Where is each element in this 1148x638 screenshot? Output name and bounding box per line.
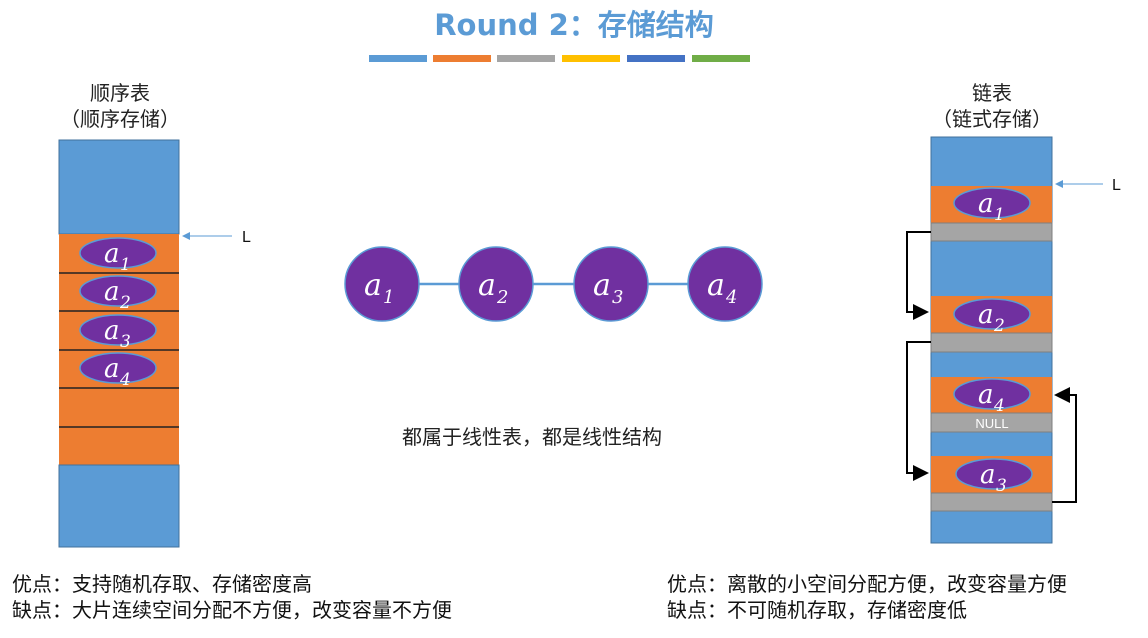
node-base: a	[364, 268, 382, 303]
sequential-element-1: a 1	[79, 237, 157, 275]
node-base: a	[593, 268, 611, 303]
linked-pointer-label: L	[1112, 177, 1121, 194]
sequential-element-2: a 2	[79, 275, 157, 313]
node-base: a	[478, 268, 496, 303]
element-subscript: 4	[993, 396, 1005, 416]
linked-node-4-next-field	[930, 412, 1053, 433]
element-base: a	[104, 316, 120, 346]
next-link-a3-to-a4	[1052, 387, 1077, 503]
logical-node-1: a 1	[344, 246, 420, 322]
element-subscript: 3	[120, 332, 131, 352]
linked-memory: a 1 a 2 a 4 a 3 NULL L	[906, 136, 1121, 544]
sequential-caption-line1: 顺序表	[90, 81, 150, 105]
title-color-bar-5	[627, 55, 685, 62]
linked-node-2-next-field	[930, 332, 1053, 353]
logical-node-4: a 4	[687, 246, 763, 322]
sequential-element-3: a 3	[79, 314, 157, 352]
next-link-a1-to-a2	[906, 231, 931, 320]
linked-caption-line1: 链表	[972, 81, 1012, 105]
sequential-pointer-label: L	[242, 229, 251, 246]
page-title: Round 2：存储结构	[434, 8, 714, 42]
element-base: a	[104, 277, 120, 307]
element-subscript: 2	[119, 293, 131, 313]
element-subscript: 2	[993, 316, 1005, 336]
title-color-bar-6	[692, 55, 750, 62]
sequential-slot-5	[59, 388, 179, 427]
sequential-memory: a 1 a 2 a 3 a 4 L	[58, 139, 251, 548]
element-base: a	[980, 460, 996, 490]
null-label: NULL	[975, 416, 1008, 431]
element-subscript: 4	[119, 370, 131, 390]
element-subscript: 1	[994, 205, 1005, 225]
element-base: a	[104, 354, 120, 384]
logical-structure: a 1 a 2 a 3 a 4	[344, 246, 763, 322]
sequential-caption: 顺序表 （顺序存储）	[40, 80, 200, 132]
sequential-free-bottom	[58, 464, 180, 548]
linked-cons: 缺点：不可随机存取，存储密度低	[667, 598, 967, 622]
sequential-free-top	[58, 139, 180, 235]
sequential-cons: 缺点：大片连续空间分配不方便，改变容量不方便	[12, 598, 452, 622]
linked-node-3-next-field	[930, 492, 1053, 512]
linked-node-1-next-field	[930, 222, 1053, 242]
sequential-element-4: a 4	[79, 352, 157, 390]
element-subscript: 1	[120, 255, 131, 275]
logical-node-3: a 3	[573, 246, 649, 322]
linked-element-2: a 2	[953, 298, 1031, 336]
node-subscript: 2	[496, 287, 508, 308]
title-color-bar-3	[497, 55, 555, 62]
sequential-slot-6	[59, 427, 179, 465]
element-base: a	[978, 189, 994, 219]
element-base: a	[978, 380, 994, 410]
element-subscript: 3	[996, 476, 1007, 496]
node-subscript: 4	[725, 287, 737, 308]
linked-element-4: a 4	[953, 378, 1031, 416]
title-color-bar-4	[562, 55, 620, 62]
title-color-bar-1	[369, 55, 427, 62]
element-base: a	[104, 239, 120, 269]
linked-pros: 优点：离散的小空间分配方便，改变容量方便	[667, 572, 1067, 596]
node-subscript: 1	[383, 287, 394, 308]
node-base: a	[707, 268, 725, 303]
next-link-a2-to-a3	[906, 341, 931, 481]
linked-caption: 链表 （链式存储）	[912, 80, 1072, 132]
node-subscript: 3	[612, 287, 623, 308]
sequential-caption-line2: （顺序存储）	[60, 107, 180, 131]
linked-element-1: a 1	[953, 187, 1031, 225]
linear-structure-statement: 都属于线性表，都是线性结构	[402, 425, 662, 449]
linked-caption-line2: （链式存储）	[932, 107, 1052, 131]
linked-element-3: a 3	[955, 458, 1033, 496]
logical-node-2: a 2	[458, 246, 534, 322]
title-color-bar-2	[433, 55, 491, 62]
element-base: a	[978, 300, 994, 330]
sequential-pros: 优点：支持随机存取、存储密度高	[12, 572, 312, 596]
